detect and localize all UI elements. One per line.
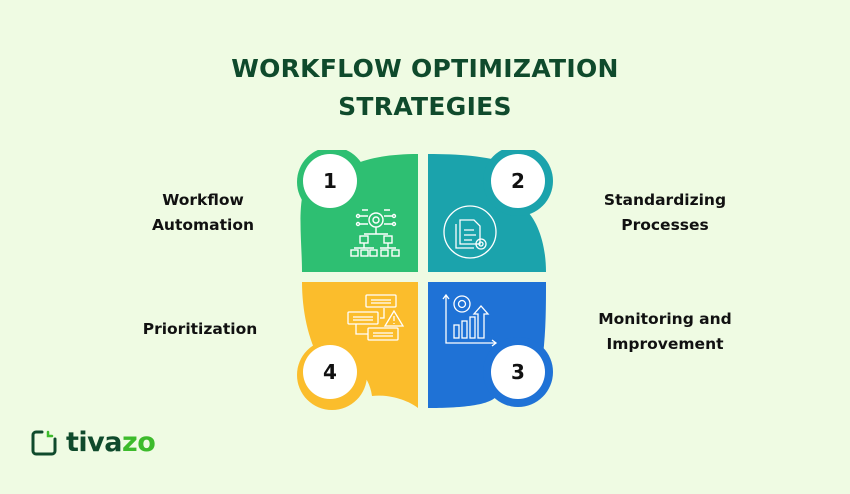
label-line: Automation xyxy=(151,216,255,234)
number-3: 3 xyxy=(511,360,525,384)
logo-text: tivazo xyxy=(66,427,156,458)
label-prioritization: Prioritization xyxy=(125,317,275,342)
label-standardizing-processes: Standardizing Processes xyxy=(585,188,745,238)
label-line: Improvement xyxy=(606,335,724,353)
logo-text-part1: tiva xyxy=(66,427,122,458)
quadrant-2: 2 xyxy=(428,150,553,272)
label-line: Prioritization xyxy=(142,320,258,338)
label-line: Workflow xyxy=(162,191,244,209)
logo-text-part2: zo xyxy=(121,427,156,458)
quadrant-diagram: 1 2 xyxy=(297,150,553,410)
tivazo-logo-icon xyxy=(31,430,57,455)
tivazo-logo: tivazo xyxy=(30,427,156,458)
quadrant-3: 3 xyxy=(428,282,553,408)
number-2: 2 xyxy=(511,169,525,193)
title-line-1: WORKFLOW OPTIMIZATION xyxy=(231,54,619,83)
tasks-warning-icon xyxy=(347,294,405,341)
label-line: Standardizing xyxy=(603,191,727,209)
document-gear-icon xyxy=(443,205,497,259)
label-line: Processes xyxy=(621,216,709,234)
page-title: WORKFLOW OPTIMIZATION STRATEGIES xyxy=(0,50,850,126)
title-line-2: STRATEGIES xyxy=(338,92,512,121)
quadrant-1: 1 xyxy=(297,150,418,272)
workflow-automation-icon xyxy=(350,209,400,257)
quadrant-4: 4 xyxy=(297,282,418,410)
label-workflow-automation: Workflow Automation xyxy=(128,188,278,238)
growth-chart-gear-icon xyxy=(442,293,498,347)
label-line: Monitoring and xyxy=(598,310,732,328)
number-1: 1 xyxy=(323,169,337,193)
number-4: 4 xyxy=(323,360,337,384)
label-monitoring-improvement: Monitoring and Improvement xyxy=(580,307,750,357)
